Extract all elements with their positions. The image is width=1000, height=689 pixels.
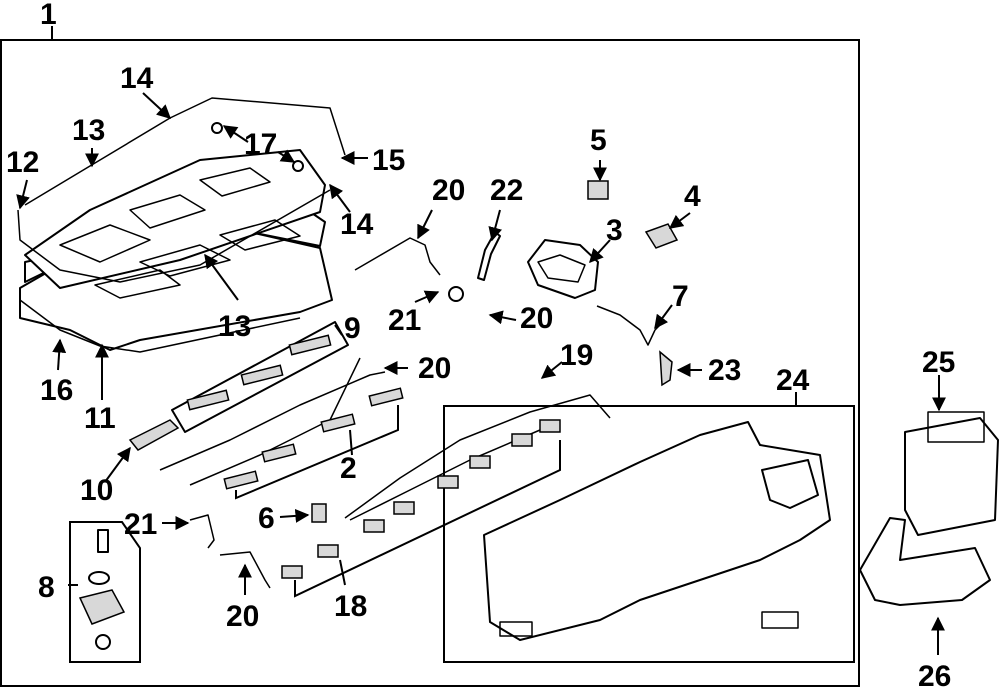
callout-9: 9	[344, 312, 361, 345]
callout-13-bottom: 13	[218, 310, 251, 343]
fuse-part-5	[587, 180, 609, 200]
callout-6: 6	[258, 502, 275, 535]
callout-11: 11	[84, 402, 116, 435]
callout-17: 17	[244, 128, 277, 161]
callout-26: 26	[918, 660, 951, 689]
callout-12: 12	[6, 146, 39, 179]
callout-3: 3	[606, 214, 623, 247]
callout-19: 19	[560, 339, 593, 372]
callout-14-top: 14	[120, 62, 154, 95]
callout-22: 22	[490, 174, 523, 207]
wire-harness-part-lower	[349, 429, 541, 521]
callout-15: 15	[372, 144, 405, 177]
bracket-part-7	[596, 305, 666, 346]
hose-part-22	[477, 231, 501, 281]
callout-25: 25	[922, 346, 955, 379]
fastener-kit-part	[78, 529, 126, 650]
callout-20-mid-right: 20	[520, 302, 553, 335]
seal-strip-part	[17, 189, 331, 283]
callout-20-upper: 20	[432, 174, 465, 207]
screw-part	[211, 122, 304, 172]
callout-21-lower: 21	[124, 508, 157, 541]
clip-part-21	[189, 514, 215, 549]
callout-21-upper: 21	[388, 304, 421, 337]
callout-1: 1	[40, 0, 57, 31]
rod-part	[24, 97, 346, 206]
callout-4: 4	[684, 180, 701, 213]
wire-harness-part	[344, 394, 611, 519]
module-bracket-part	[859, 517, 991, 606]
callout-24: 24	[776, 364, 810, 397]
cable-part-lower	[219, 551, 271, 589]
sensor-bracket-part	[527, 239, 599, 299]
callout-14-bottom: 14	[340, 208, 374, 241]
cable-part-upper	[354, 237, 441, 276]
callout-7: 7	[672, 280, 689, 313]
callout-13-top: 13	[72, 114, 105, 147]
callout-18: 18	[334, 590, 367, 623]
callout-2: 2	[340, 452, 357, 485]
cable-part-middle	[159, 371, 386, 471]
callout-23: 23	[708, 354, 741, 387]
bus-bar-set-18	[281, 419, 561, 579]
control-module-part	[904, 411, 999, 536]
lower-tray-part	[483, 421, 831, 641]
callout-5: 5	[590, 124, 607, 157]
cover-part-4	[644, 223, 679, 249]
callout-20-lower: 20	[226, 600, 259, 633]
callout-20-mid-left: 20	[418, 352, 451, 385]
callout-10: 10	[80, 474, 113, 507]
bus-bar-set-2	[223, 387, 404, 490]
bus-bar-part	[186, 334, 332, 411]
cable-part-middle-2	[189, 357, 361, 486]
subassembly-frame-8	[69, 521, 141, 663]
assembly-frame	[0, 39, 860, 687]
battery-tray-part	[24, 149, 326, 299]
clip-part-23	[659, 350, 673, 387]
subassembly-frame-24	[443, 405, 855, 663]
connector-part-10	[128, 419, 180, 451]
bolt-part-21	[448, 286, 464, 302]
callout-8: 8	[38, 571, 55, 604]
callout-16: 16	[40, 374, 73, 407]
connector-part-6	[311, 503, 327, 523]
